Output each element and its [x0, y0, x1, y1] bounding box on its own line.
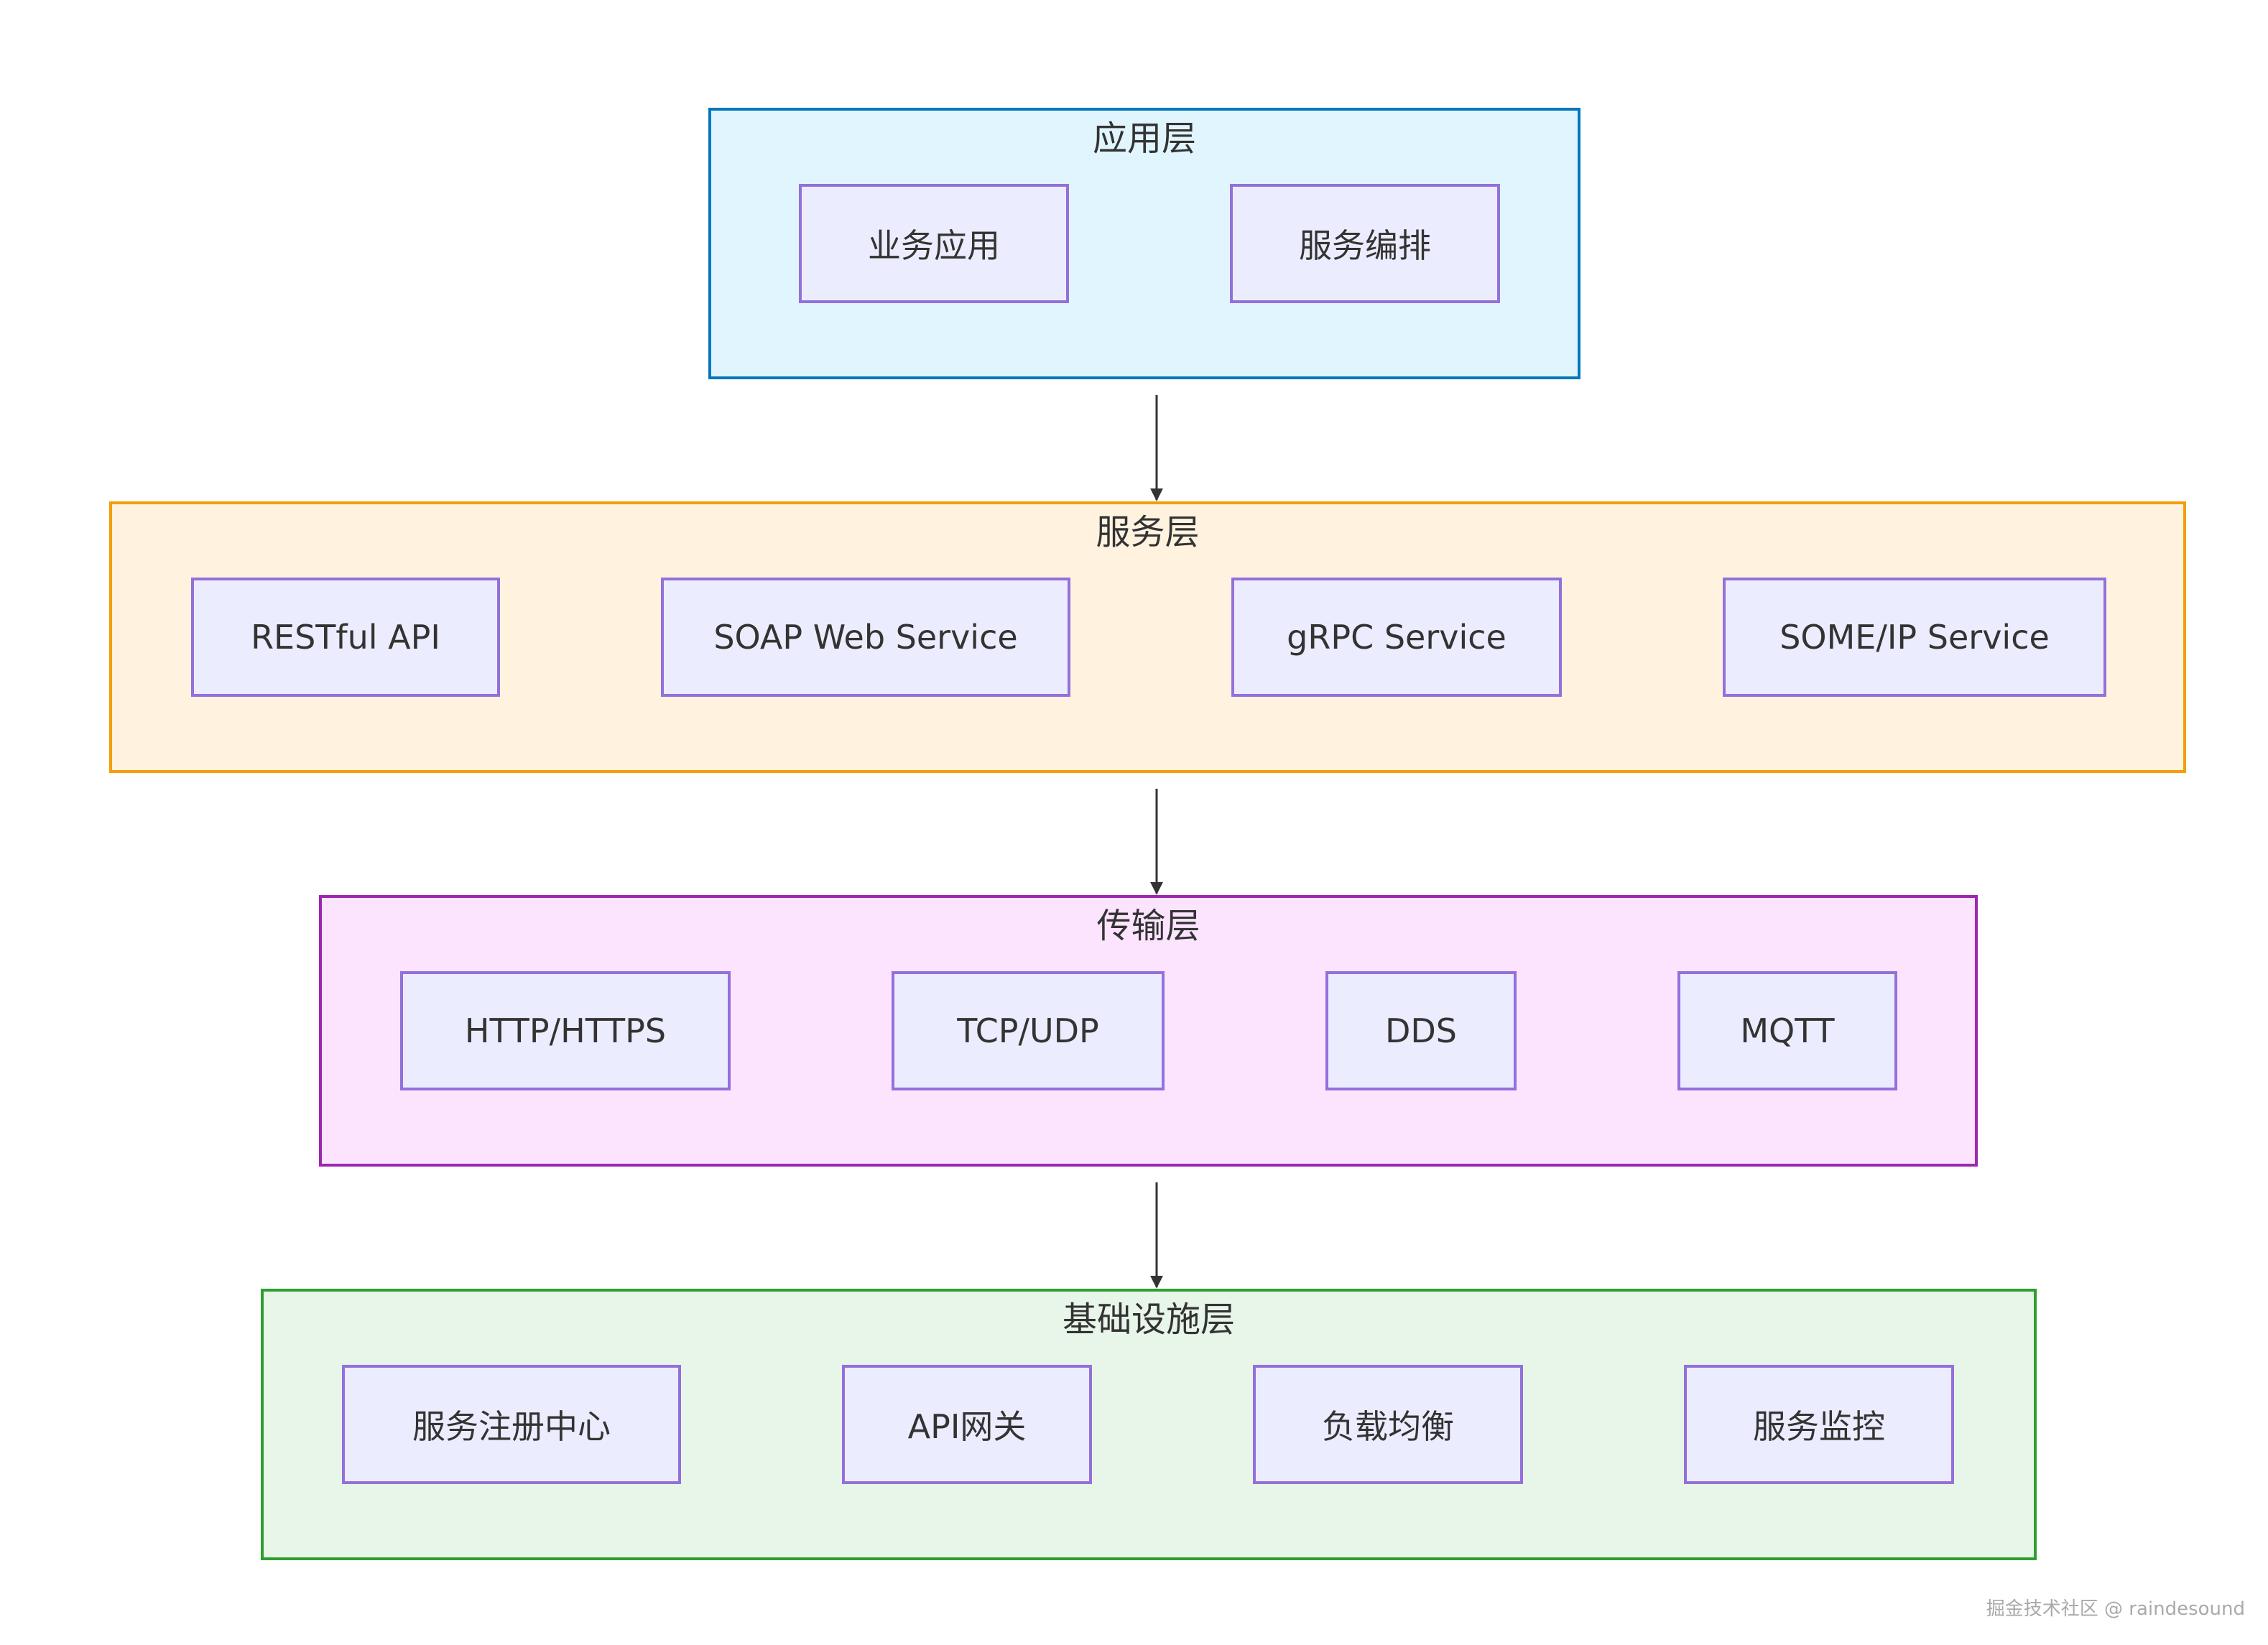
node-http-https[interactable]: HTTP/HTTPS — [400, 971, 731, 1090]
node-tcp-udp[interactable]: TCP/UDP — [892, 971, 1165, 1090]
node-service-registry[interactable]: 服务注册中心 — [342, 1365, 681, 1484]
node-service-monitoring[interactable]: 服务监控 — [1684, 1365, 1954, 1484]
node-restful-api[interactable]: RESTful API — [191, 578, 500, 697]
node-service-orchestration[interactable]: 服务编排 — [1230, 184, 1500, 303]
node-mqtt[interactable]: MQTT — [1677, 971, 1897, 1090]
node-api-gateway[interactable]: API网关 — [842, 1365, 1092, 1484]
node-grpc-service[interactable]: gRPC Service — [1231, 578, 1562, 697]
node-soap-web-service[interactable]: SOAP Web Service — [661, 578, 1070, 697]
node-load-balancing[interactable]: 负载均衡 — [1253, 1365, 1523, 1484]
node-someip-service[interactable]: SOME/IP Service — [1723, 578, 2106, 697]
node-dds[interactable]: DDS — [1325, 971, 1517, 1090]
watermark: 掘金技术社区 @ raindesound — [1986, 1598, 2245, 1620]
layer-title-service: 服务层 — [1096, 512, 1200, 552]
layer-title-application: 应用层 — [1092, 119, 1196, 159]
node-business-app[interactable]: 业务应用 — [799, 184, 1069, 303]
layer-title-infrastructure: 基础设施层 — [1062, 1299, 1235, 1340]
layer-title-transport: 传输层 — [1096, 906, 1200, 946]
